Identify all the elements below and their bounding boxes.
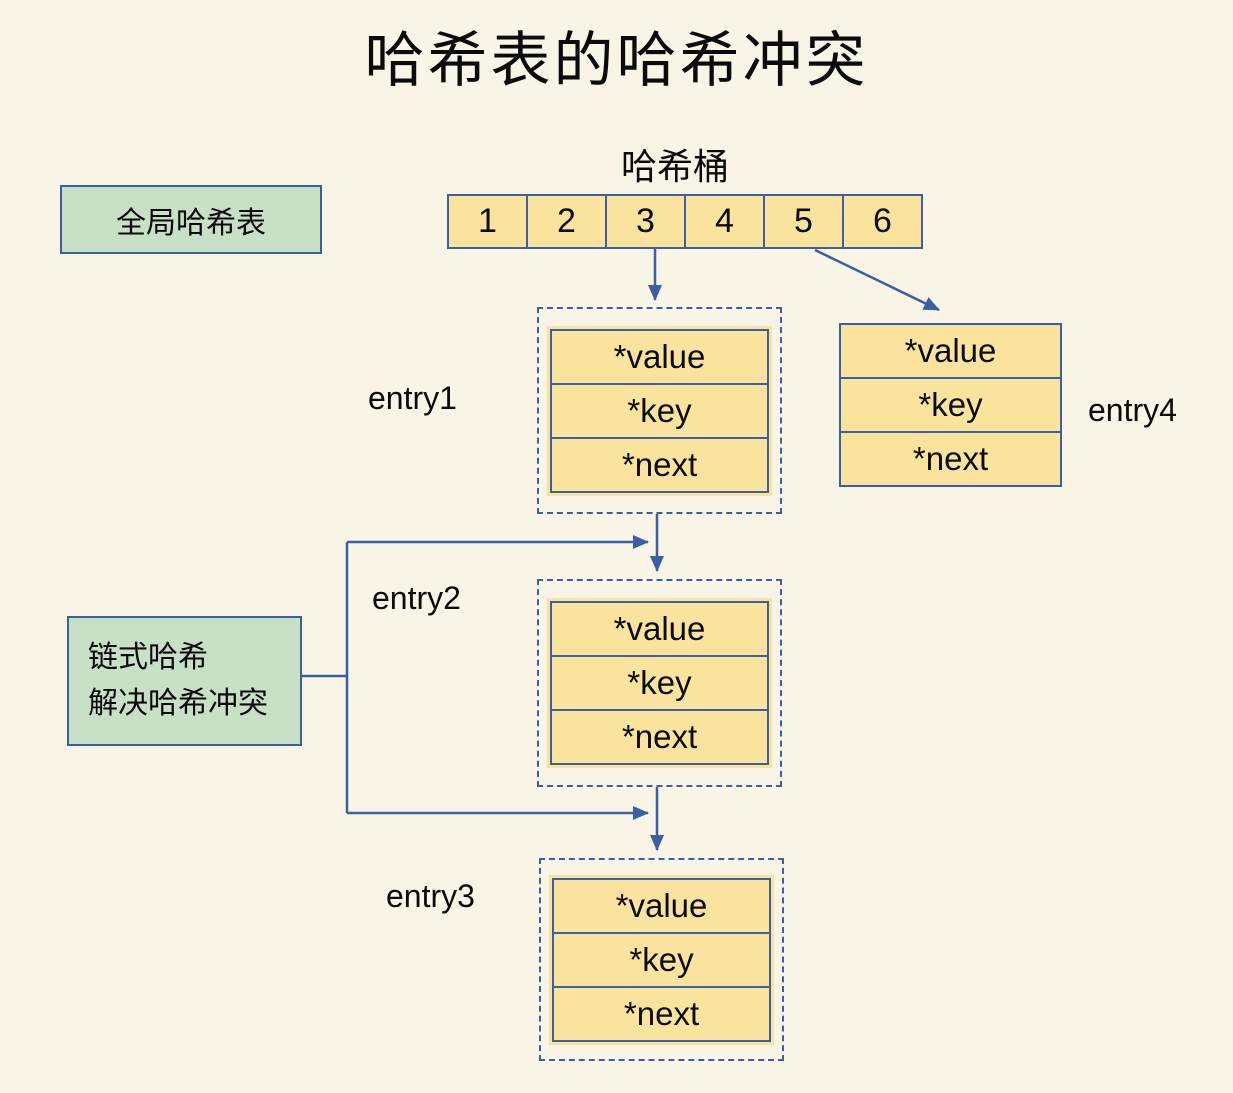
entry1-field-key: *key — [550, 382, 769, 439]
entry1-stack: *value *key *next — [547, 325, 772, 496]
entry1-field-next: *next — [550, 436, 769, 493]
global-hash-table-label: 全局哈希表 — [116, 206, 266, 240]
entry3-node: *value *key *next — [539, 858, 784, 1061]
hash-bucket-label: 哈希桶 — [620, 146, 729, 187]
entry2-field-next: *next — [550, 709, 769, 765]
entry4-node: *value *key *next — [839, 323, 1062, 487]
entry2-node: *value *key *next — [537, 579, 782, 787]
entry3-stack: *value *key *next — [549, 874, 774, 1045]
bucket-cell-3: 3 — [605, 194, 686, 249]
entry3-field-key: *key — [552, 931, 771, 988]
bucket-cell-1: 1 — [447, 194, 528, 249]
entry1-node: *value *key *next — [537, 307, 782, 514]
entry3-field-value: *value — [552, 877, 771, 934]
hash-bucket-row: 1 2 3 4 5 6 — [447, 194, 923, 249]
entry4-label: entry4 — [1088, 392, 1177, 428]
entry2-field-value: *value — [550, 601, 769, 657]
entry2-field-key: *key — [550, 655, 769, 711]
entry1-label: entry1 — [368, 380, 457, 416]
entry3-field-next: *next — [552, 985, 771, 1042]
diagram-title: 哈希表的哈希冲突 — [364, 27, 869, 94]
entry2-label: entry2 — [372, 580, 461, 616]
entry2-stack: *value *key *next — [547, 598, 772, 768]
bucket-cell-5: 5 — [763, 194, 844, 249]
entry4-field-value: *value — [839, 323, 1062, 379]
arrow-bucket5-to-entry4 — [814, 248, 940, 312]
chained-hash-label-line1: 链式哈希 — [88, 640, 208, 674]
entry4-stack: *value *key *next — [839, 323, 1062, 487]
chained-hash-box: 链式哈希 解决哈希冲突 — [67, 616, 302, 746]
chained-hash-label-line2: 解决哈希冲突 — [88, 687, 268, 720]
entry1-field-value: *value — [550, 328, 769, 385]
entry4-field-key: *key — [839, 377, 1062, 433]
bucket-cell-4: 4 — [684, 194, 765, 249]
global-hash-table-box: 全局哈希表 — [60, 185, 322, 254]
entry3-label: entry3 — [386, 878, 475, 914]
bucket-cell-6: 6 — [842, 194, 923, 249]
entry4-field-next: *next — [839, 431, 1062, 487]
bucket-cell-2: 2 — [526, 194, 607, 249]
